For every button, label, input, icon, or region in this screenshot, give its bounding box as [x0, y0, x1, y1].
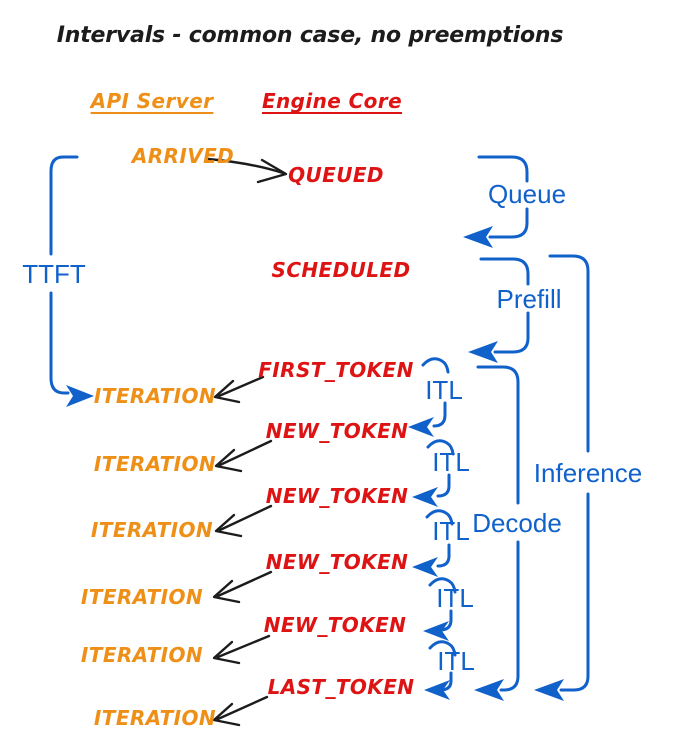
event-new-token-4: NEW_TOKEN [263, 613, 407, 637]
itl-marker-1 [408, 357, 450, 437]
interval-label-prefill: Prefill [496, 284, 562, 314]
event-scheduled: SCHEDULED [271, 258, 411, 282]
event-iteration-1: ITERATION [93, 384, 217, 408]
itl-1-top-hook [421, 357, 450, 374]
arrow-new-token-3-line [216, 570, 273, 598]
ttft-arrowhead-right-icon [66, 385, 94, 407]
inference-bracket-top-segment [548, 254, 590, 453]
ttft-bracket-bottom-segment [49, 291, 70, 395]
decode-bracket-bottom-segment [499, 540, 520, 692]
itl-1-return-line [432, 401, 447, 428]
event-iteration-4: ITERATION [80, 585, 204, 609]
interval-label-itl-4: ITL [436, 583, 474, 613]
queue-bracket-top-segment [477, 155, 529, 183]
event-queued: QUEUED [288, 163, 384, 187]
itl-5-top-hook [428, 640, 457, 657]
prefill-bracket-bottom-segment [493, 311, 530, 354]
queue-bracket-bottom-segment [488, 207, 529, 239]
arrow-new-token-1-to-iteration-2 [214, 439, 273, 473]
event-new-token-3: NEW_TOKEN [265, 550, 409, 574]
itl-4-arrowhead-left-icon [423, 621, 449, 641]
itl-marker-5 [424, 640, 457, 700]
interval-label-ttft: TTFT [22, 259, 86, 289]
interval-label-itl-1: ITL [425, 375, 463, 405]
arrow-new-token-1-line [218, 439, 273, 467]
arrow-arrived-queued-line [206, 157, 285, 175]
itl-1-arrowhead-left-icon [408, 417, 434, 437]
column-header-api-server: API Server [90, 89, 214, 113]
arrow-first-token-head-icon [213, 379, 241, 404]
interval-label-decode: Decode [472, 508, 562, 538]
arrow-new-token-3-head-icon [212, 579, 241, 604]
decode-bracket-top-segment [476, 365, 520, 505]
event-iteration-3: ITERATION [90, 518, 214, 542]
prefill-arrowhead-left-icon [468, 341, 498, 363]
interval-label-itl-5: ITL [437, 646, 475, 676]
itl-marker-3 [412, 509, 454, 577]
arrow-last-token-head-icon [212, 702, 241, 727]
itl-marker-4 [423, 577, 457, 641]
event-last-token: LAST_TOKEN [267, 675, 415, 699]
decode-arrowhead-left-icon [474, 679, 504, 701]
itl-2-return-line [436, 473, 451, 498]
interval-label-itl-3: ITL [432, 516, 470, 546]
event-new-token-1: NEW_TOKEN [265, 419, 409, 443]
arrow-new-token-4-to-iteration-5 [212, 634, 271, 665]
arrow-last-token-to-iteration-6 [212, 695, 269, 727]
arrow-new-token-1-head-icon [214, 448, 243, 473]
diagram-title: Intervals - common case, no preemptions [56, 23, 564, 48]
itl-3-return-line [436, 543, 451, 568]
prefill-bracket [468, 257, 530, 363]
event-first-token: FIRST_TOKEN [258, 358, 414, 382]
arrow-new-token-2-to-iteration-3 [214, 504, 273, 538]
event-arrived: ARRIVED [131, 144, 235, 168]
arrow-new-token-3-to-iteration-4 [212, 570, 273, 604]
arrow-new-token-2-line [218, 504, 273, 532]
decode-bracket [474, 365, 520, 701]
itl-2-top-hook [426, 439, 455, 456]
ttft-bracket [49, 155, 94, 407]
arrow-arrived-to-queued [206, 157, 288, 184]
itl-marker-2 [412, 439, 455, 507]
interval-label-itl-2: ITL [432, 447, 470, 477]
event-iteration-5: ITERATION [80, 643, 204, 667]
inference-bracket-bottom-segment [559, 492, 590, 692]
event-iteration-2: ITERATION [93, 452, 217, 476]
itl-2-arrowhead-left-icon [412, 487, 438, 507]
queue-arrowhead-left-icon [463, 226, 493, 248]
inference-arrowhead-left-icon [534, 679, 564, 701]
arrow-first-token-line [217, 375, 265, 398]
event-iteration-6: ITERATION [93, 706, 217, 730]
arrow-last-token-line [216, 695, 269, 721]
arrow-arrived-queued-head-icon [256, 158, 288, 184]
arrow-first-token-to-iteration-1 [213, 375, 265, 404]
itl-5-arrowhead-left-icon [424, 680, 450, 700]
queue-bracket [463, 155, 529, 248]
ttft-bracket-top-segment [49, 155, 79, 256]
event-new-token-2: NEW_TOKEN [265, 484, 409, 508]
interval-label-queue: Queue [487, 179, 567, 209]
arrow-new-token-4-line [216, 634, 271, 659]
itl-3-arrowhead-left-icon [412, 557, 438, 577]
arrow-new-token-4-head-icon [212, 640, 241, 665]
prefill-bracket-top-segment [479, 257, 530, 286]
column-header-engine-core: Engine Core [261, 89, 403, 113]
inference-bracket [534, 254, 590, 701]
itl-4-top-hook [428, 577, 457, 594]
interval-label-inference: Inference [533, 458, 643, 488]
arrow-new-token-2-head-icon [214, 513, 243, 538]
itl-3-top-hook [425, 509, 454, 526]
